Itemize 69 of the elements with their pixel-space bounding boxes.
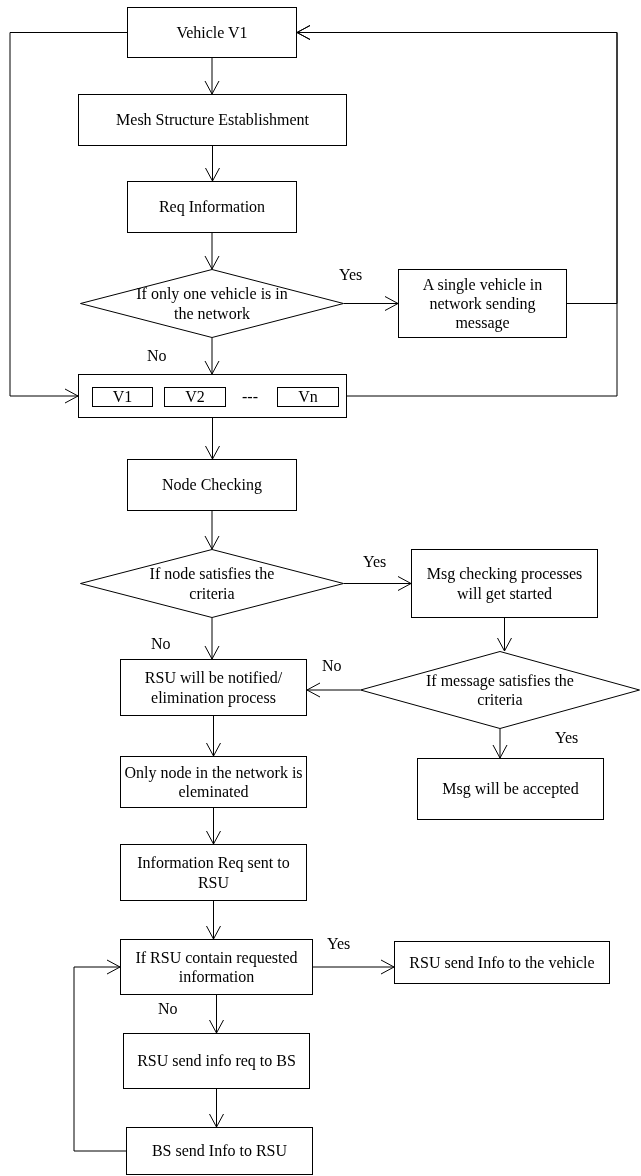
edge-label: Yes xyxy=(338,267,364,283)
process-box xyxy=(127,459,297,511)
arrow xyxy=(206,715,221,757)
process-box xyxy=(417,758,604,820)
node-text: Req Information xyxy=(157,197,267,217)
arrow xyxy=(497,617,512,652)
edge-label: No xyxy=(321,658,343,674)
process-box xyxy=(394,941,610,984)
node-text: RSU send info req to BS xyxy=(136,1051,297,1071)
edge-label: No xyxy=(150,636,172,652)
vehicle-box xyxy=(92,387,153,407)
arrow xyxy=(312,959,395,975)
process-box xyxy=(120,756,307,808)
vehicle-box xyxy=(277,387,339,407)
node-text: RSU will be notified/ elimination process xyxy=(143,668,284,707)
arrow xyxy=(204,337,220,375)
arrow xyxy=(73,959,127,1152)
arrow xyxy=(306,682,361,698)
arrow xyxy=(9,32,128,404)
arrow xyxy=(343,576,412,591)
node-text: V2 xyxy=(184,387,206,407)
arrow xyxy=(206,900,221,940)
node-text: Only node in the network is eleminated xyxy=(123,762,304,802)
arrow xyxy=(343,296,399,311)
node-text: Msg checking processes will get started xyxy=(425,564,584,603)
node-text: If only one vehicle is in the network xyxy=(135,284,289,323)
node-text: Vehicle V1 xyxy=(175,22,249,43)
node-text: Msg will be accepted xyxy=(441,779,580,799)
process-box xyxy=(127,181,297,233)
arrow xyxy=(204,617,220,660)
group-box xyxy=(78,374,347,418)
arrow xyxy=(204,57,220,95)
process-box xyxy=(120,939,313,995)
node-text: Vn xyxy=(297,387,319,407)
edge-label: Yes xyxy=(362,554,388,570)
edge-label: No xyxy=(157,1001,179,1017)
process-box xyxy=(126,1127,313,1175)
decision-diamond xyxy=(360,651,640,729)
node-text: If message satisfies the criteria xyxy=(425,670,575,710)
process-box xyxy=(78,94,347,146)
process-box xyxy=(411,549,598,618)
process-box xyxy=(120,659,307,716)
edge-label: Yes xyxy=(554,730,580,746)
vehicle-box xyxy=(164,387,226,407)
node-text: Mesh Structure Establishment xyxy=(115,110,310,130)
arrow xyxy=(206,807,221,845)
arrow xyxy=(296,25,618,397)
arrow xyxy=(492,728,508,759)
arrow xyxy=(204,510,220,550)
process-box xyxy=(123,1033,310,1089)
node-text: Node Checking xyxy=(161,475,263,495)
arrow xyxy=(209,994,224,1034)
process-box xyxy=(120,844,307,901)
process-box xyxy=(127,7,297,58)
arrow xyxy=(204,232,220,270)
arrow xyxy=(209,1088,224,1128)
node-text: If RSU contain requested information xyxy=(134,947,299,987)
edge-label: Yes xyxy=(326,936,352,952)
edge-label: No xyxy=(146,348,168,364)
process-box xyxy=(398,269,567,338)
node-text: If node satisfies the criteria xyxy=(148,564,276,603)
node-text: RSU send Info to the vehicle xyxy=(408,952,596,973)
node-text: BS send Info to RSU xyxy=(150,1141,289,1161)
node-text: Information Req sent to RSU xyxy=(136,853,291,892)
decision-diamond xyxy=(80,549,344,618)
node-text: V1 xyxy=(111,387,134,407)
node-text: A single vehicle in network sending message xyxy=(421,274,544,333)
arrow xyxy=(205,145,220,182)
arrow xyxy=(205,417,220,460)
